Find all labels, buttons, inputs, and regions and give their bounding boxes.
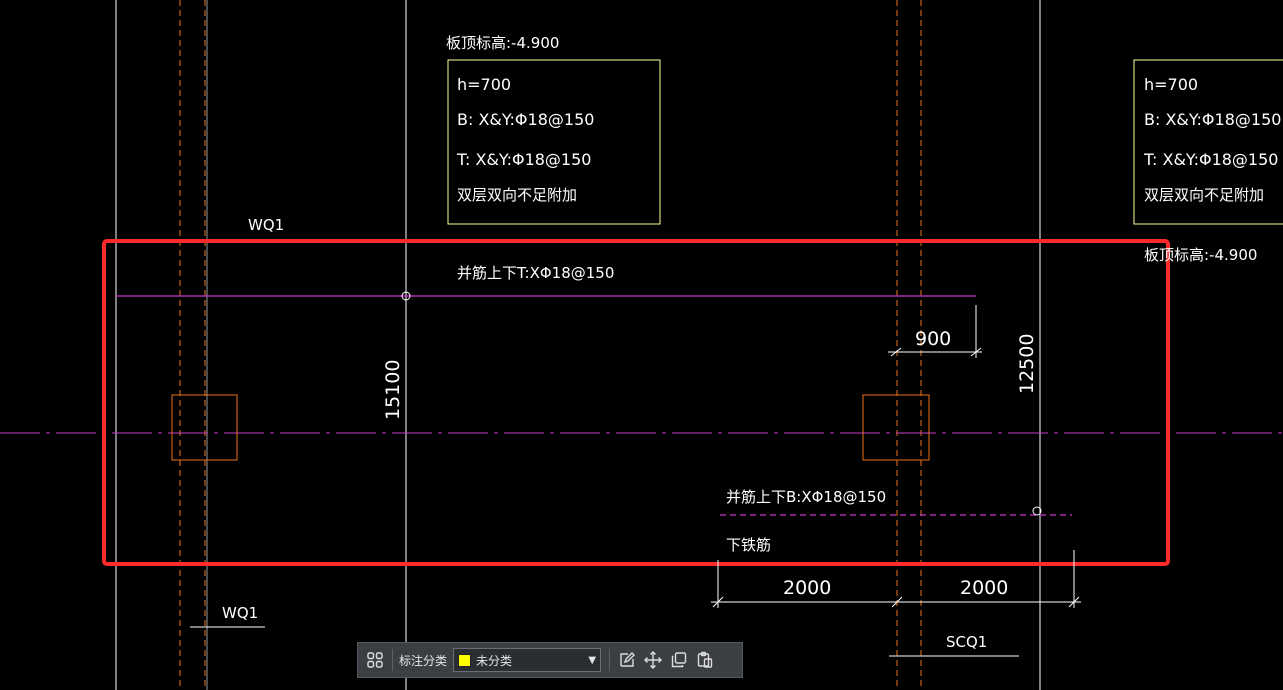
annotation-text: B: X&Y:Φ18@150 — [1144, 110, 1281, 129]
annotation-text: 双层双向不足附加 — [457, 186, 577, 204]
toolbar-divider — [392, 649, 393, 671]
selection-rectangle[interactable] — [102, 239, 1170, 566]
annotation-text: 双层双向不足附加 — [1144, 186, 1264, 204]
grid-icon[interactable] — [362, 647, 388, 673]
chevron-down-icon: ▼ — [588, 654, 597, 666]
wall-label[interactable]: WQ1 — [222, 604, 258, 622]
annotation-text: h=700 — [457, 75, 511, 94]
dimension-tick — [890, 347, 902, 357]
rebar-node — [401, 291, 411, 301]
dimension-text: 15100 — [382, 360, 404, 420]
rebar-node — [1032, 506, 1042, 516]
rebar-label[interactable]: 并筋上下B:XΦ18@150 — [726, 488, 886, 506]
rebar-note: 下铁筋 — [726, 536, 771, 554]
annotation-text: h=700 — [1144, 75, 1198, 94]
dimension-tick — [891, 596, 903, 608]
annotation-box-right[interactable] — [1133, 59, 1283, 225]
annotation-text: T: X&Y:Φ18@150 — [1143, 150, 1278, 169]
slab-elevation-label: 板顶标高:-4.900 — [446, 34, 559, 52]
column-box[interactable] — [171, 394, 238, 461]
dimension-tick — [1068, 596, 1080, 608]
wall-label[interactable]: WQ1 — [248, 216, 284, 234]
dimension-text: 12500 — [1016, 334, 1038, 394]
wall-label[interactable]: SCQ1 — [946, 633, 987, 651]
dimension-text: 900 — [915, 328, 951, 350]
rebar-label[interactable]: 并筋上下T:XΦ18@150 — [457, 264, 614, 282]
category-select[interactable]: 未分类 ▼ — [453, 648, 602, 672]
edit-icon[interactable] — [614, 647, 640, 673]
color-swatch — [458, 653, 472, 667]
slab-elevation-label: 板顶标高:-4.900 — [1144, 246, 1257, 264]
dimension-text: 2000 — [783, 577, 831, 599]
toolbar-divider — [609, 649, 611, 671]
copy-icon[interactable] — [666, 647, 692, 673]
annotation-toolbar: 标注分类 未分类 ▼ — [357, 642, 743, 678]
column-box[interactable] — [862, 394, 930, 461]
annotation-box-left[interactable] — [447, 59, 661, 225]
category-select-value: 未分类 — [476, 653, 513, 668]
dimension-text: 2000 — [960, 577, 1008, 599]
move-icon[interactable] — [640, 647, 666, 673]
annotation-text: T: X&Y:Φ18@150 — [456, 150, 591, 169]
category-label: 标注分类 — [399, 653, 448, 668]
paste-icon[interactable] — [692, 647, 718, 673]
annotation-text: B: X&Y:Φ18@150 — [457, 110, 594, 129]
dimension-tick — [712, 596, 724, 608]
dimension-tick — [970, 347, 982, 357]
